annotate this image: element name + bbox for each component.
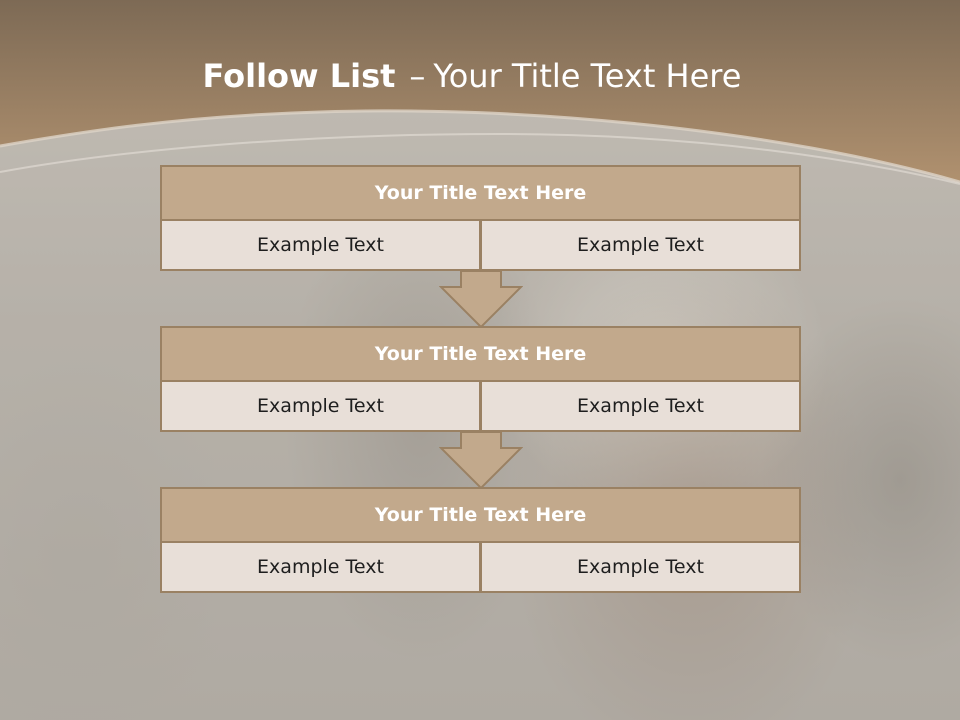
step-cell-left: Example Text [160, 543, 481, 593]
step-row: Example Text Example Text [160, 221, 801, 271]
step-block-1: Your Title Text Here Example Text Exampl… [160, 165, 801, 271]
step-cell-right: Example Text [481, 543, 801, 593]
step-row: Example Text Example Text [160, 382, 801, 432]
title-bold-text: Follow List [202, 57, 396, 95]
step-cell-left: Example Text [160, 221, 481, 271]
step-cell-right: Example Text [481, 382, 801, 432]
step-cell-left: Example Text [160, 382, 481, 432]
title-rest-text: Your Title Text Here [433, 57, 742, 95]
step-title: Your Title Text Here [160, 326, 801, 382]
step-block-3: Your Title Text Here Example Text Exampl… [160, 487, 801, 593]
step-row: Example Text Example Text [160, 543, 801, 593]
step-cell-right: Example Text [481, 221, 801, 271]
down-arrow-icon [439, 271, 523, 329]
step-title: Your Title Text Here [160, 487, 801, 543]
step-title: Your Title Text Here [160, 165, 801, 221]
down-arrow-icon [439, 432, 523, 490]
title-separator: – [409, 57, 426, 95]
header-band [0, 0, 960, 185]
step-block-2: Your Title Text Here Example Text Exampl… [160, 326, 801, 432]
slide-title: Follow List–Your Title Text Here [0, 52, 944, 100]
